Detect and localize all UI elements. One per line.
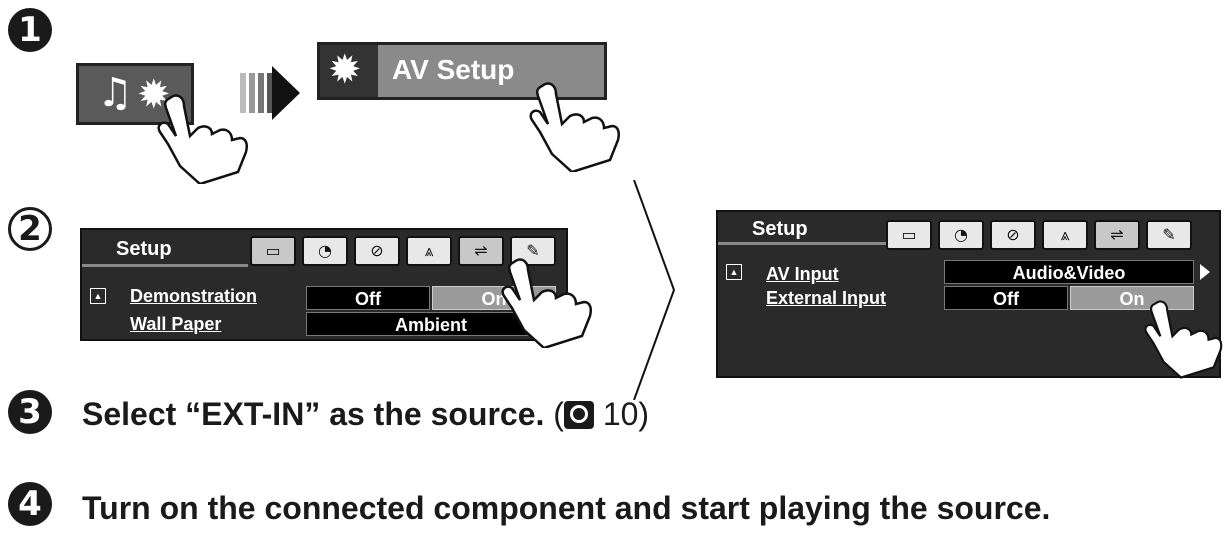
step-number-4: 4	[8, 482, 52, 526]
ref-page: 10)	[602, 396, 650, 432]
wall-paper-value[interactable]: Ambient	[306, 312, 556, 336]
step-number-3: 3	[8, 390, 52, 434]
pointing-hand-icon	[501, 258, 592, 348]
step3-text: Select “EXT-IN” as the source.	[82, 396, 545, 432]
av-input-value[interactable]: Audio&Video	[944, 260, 1194, 284]
tab-input[interactable]: ⇌	[1094, 220, 1140, 250]
tab-disc[interactable]: ⊘	[990, 220, 1036, 250]
music-setup-button[interactable]: ♫ ✹	[76, 63, 194, 125]
step3-instruction: Select “EXT-IN” as the source. ( 10)	[82, 396, 649, 433]
pointing-hand-icon	[529, 82, 620, 172]
title-underline	[82, 264, 248, 267]
tab-antenna[interactable]: ⩓	[406, 236, 452, 266]
tab-input[interactable]: ⇌	[458, 236, 504, 266]
setup-panel-step2: Setup ▭ ◔ ⊘ ⩓ ⇌ ✎ ▲ Demonstration Off On…	[80, 228, 568, 341]
scroll-up-icon[interactable]: ▲	[726, 264, 742, 280]
row-label-av-input: AV Input	[766, 264, 839, 284]
setup-panel-result: Setup ▭ ◔ ⊘ ⩓ ⇌ ✎ ▲ AV Input Audio&Video…	[716, 210, 1221, 378]
step-number-2: 2	[8, 207, 52, 251]
next-option-icon[interactable]	[1200, 264, 1210, 280]
setup-title: Setup	[752, 218, 808, 240]
setup-title: Setup	[116, 238, 172, 260]
gear-icon: ✹	[137, 72, 171, 118]
pointing-hand-icon	[157, 94, 248, 184]
row-label-demonstration: Demonstration	[130, 286, 258, 306]
magnifier-icon	[563, 401, 594, 429]
gear-tile: ✹	[320, 45, 378, 97]
demonstration-off-button[interactable]: Off	[306, 286, 430, 310]
row-label-external-input: External Input	[766, 288, 887, 308]
external-input-on-button[interactable]: On	[1070, 286, 1194, 310]
next-arrow	[240, 73, 274, 113]
pointing-hand-icon	[1144, 300, 1223, 379]
result-chevron	[633, 180, 676, 400]
gear-icon: ✹	[328, 47, 362, 93]
page-reference[interactable]: ( 10)	[553, 396, 649, 432]
tab-display[interactable]: ▭	[886, 220, 932, 250]
title-underline	[718, 242, 886, 245]
row-label-wall-paper: Wall Paper	[130, 314, 222, 334]
step4-instruction: Turn on the connected component and star…	[82, 490, 1051, 526]
ref-open: (	[553, 396, 564, 432]
tab-wrench[interactable]: ✎	[1146, 220, 1192, 250]
music-note-icon: ♫	[97, 70, 133, 116]
tab-clock[interactable]: ◔	[302, 236, 348, 266]
external-input-off-button[interactable]: Off	[944, 286, 1068, 310]
tab-clock[interactable]: ◔	[938, 220, 984, 250]
tab-disc[interactable]: ⊘	[354, 236, 400, 266]
setup-tabs: ▭ ◔ ⊘ ⩓ ⇌ ✎	[886, 220, 1192, 250]
arrow-head-icon	[272, 66, 300, 120]
scroll-up-icon[interactable]: ▲	[90, 288, 106, 304]
setup-tabs: ▭ ◔ ⊘ ⩓ ⇌ ✎	[250, 236, 556, 266]
tab-display[interactable]: ▭	[250, 236, 296, 266]
av-setup-label: AV Setup	[392, 54, 515, 85]
av-setup-button[interactable]: ✹ AV Setup	[317, 42, 607, 100]
tab-antenna[interactable]: ⩓	[1042, 220, 1088, 250]
step-number-1: 1	[8, 8, 52, 52]
